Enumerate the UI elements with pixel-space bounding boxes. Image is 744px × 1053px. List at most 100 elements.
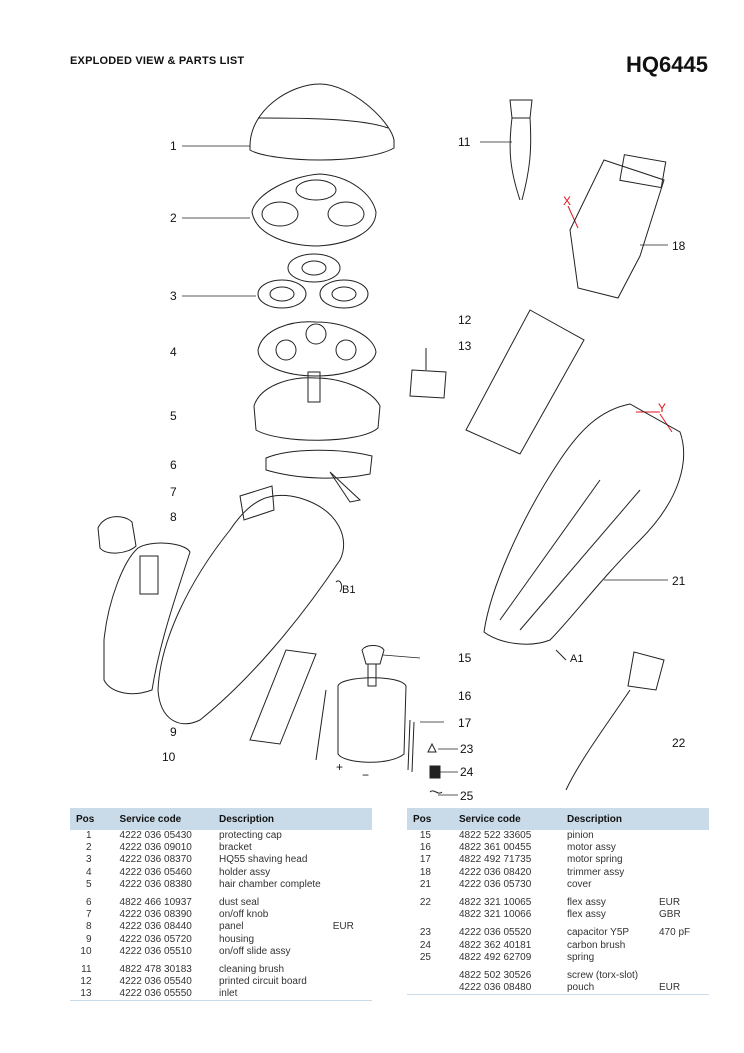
table-row: 1 4222 036 05430 protecting cap — [70, 830, 372, 842]
callout-18: 18 — [672, 239, 686, 253]
cell-pos: 24 — [419, 939, 431, 951]
cell-service-code: 4222 036 08440 — [119, 921, 192, 933]
cell-extra: EUR — [659, 982, 681, 994]
cell-extra — [653, 952, 709, 964]
cell-extra — [327, 830, 372, 842]
cell-pos: 10 — [80, 945, 92, 957]
cell-description: cover — [567, 878, 592, 890]
cell-extra — [327, 867, 372, 879]
table-row: 5 4222 036 08380 hair chamber complete — [70, 879, 372, 891]
cell-service-code: 4222 036 05520 — [459, 927, 532, 939]
column-header-description: Description — [561, 808, 653, 830]
cell-description: flex assy — [567, 897, 606, 909]
cell-description: spring — [567, 951, 595, 963]
cell-pos: 22 — [419, 897, 431, 909]
cell-description: motor spring — [567, 854, 623, 866]
cell-extra — [653, 964, 709, 982]
table-header-row: Pos Service code Description — [407, 808, 709, 830]
cell-service-code: 4222 036 05540 — [119, 976, 192, 988]
callout-13: 13 — [458, 339, 472, 353]
cell-service-code: 4222 036 05730 — [459, 878, 532, 890]
table-header-row: Pos Service code Description — [70, 808, 372, 830]
cell-extra — [653, 867, 709, 879]
cell-pos: 9 — [85, 933, 92, 945]
callout-1: 1 — [170, 139, 177, 153]
callout-a1: A1 — [570, 653, 584, 665]
cell-description: protecting cap — [219, 830, 282, 842]
callout-x: X — [563, 194, 572, 208]
cell-description: motor assy — [567, 842, 616, 854]
cell-service-code: 4822 362 40181 — [459, 939, 532, 951]
column-header-extra — [326, 808, 372, 830]
callout-24: 24 — [460, 765, 474, 779]
cell-description: cleaning brush — [219, 963, 285, 975]
cell-pos: 11 — [81, 963, 92, 975]
cell-extra — [327, 976, 372, 988]
cell-pos: 2 — [85, 842, 92, 854]
callout-11: 11 — [458, 135, 471, 149]
cell-description: hair chamber complete — [219, 878, 321, 890]
cell-service-code: 4222 036 08390 — [119, 909, 192, 921]
cell-extra — [653, 854, 709, 866]
callout-12: 12 — [458, 313, 472, 327]
cell-pos: 12 — [80, 976, 92, 988]
table-row: 11 4822 478 30183 cleaning brush — [70, 958, 372, 976]
callout-22: 22 — [672, 736, 686, 750]
callout-21: 21 — [672, 574, 686, 588]
cell-extra — [653, 940, 709, 952]
cell-description: pinion — [567, 830, 594, 842]
cell-service-code: 4822 361 00455 — [459, 842, 532, 854]
cell-service-code: 4222 036 05430 — [119, 830, 192, 842]
cell-pos: 17 — [419, 854, 431, 866]
cell-service-code: 4222 036 08480 — [459, 982, 532, 994]
callout-8: 8 — [170, 510, 177, 524]
cell-service-code: 4822 321 10065 — [459, 897, 532, 909]
cell-service-code: 4822 478 30183 — [119, 963, 192, 975]
cell-description: flex assy — [567, 909, 606, 921]
cell-extra: EUR — [659, 897, 681, 909]
callout-5: 5 — [170, 409, 177, 423]
callout-b1: B1 — [342, 584, 356, 596]
cell-description: pouch — [567, 982, 595, 994]
cell-pos: 1 — [85, 830, 92, 842]
cell-description: on/off slide assy — [219, 945, 291, 957]
cell-description: capacitor Y5P — [567, 927, 630, 939]
cell-description: trimmer assy — [567, 866, 625, 878]
cell-pos: 15 — [419, 830, 431, 842]
column-header-service-code: Service code — [113, 808, 214, 830]
cell-pos: 5 — [85, 878, 92, 890]
exploded-view-drawing — [97, 83, 685, 796]
cell-extra — [653, 830, 709, 842]
cell-pos: 25 — [419, 951, 431, 963]
column-header-service-code: Service code — [453, 808, 561, 830]
callout-4: 4 — [170, 345, 177, 359]
cell-extra — [653, 879, 709, 891]
table-row: 16 4822 361 00455 motor assy — [407, 842, 709, 854]
cell-extra — [327, 934, 372, 946]
cell-service-code: 4822 321 10066 — [459, 909, 532, 921]
cell-pos — [407, 982, 453, 995]
callout-7: 7 — [170, 485, 177, 499]
column-header-pos: Pos — [407, 808, 453, 830]
cell-extra — [327, 946, 372, 958]
cell-pos: 16 — [419, 842, 431, 854]
cell-service-code: 4222 036 08380 — [119, 878, 192, 890]
cell-description: dust seal — [219, 897, 260, 909]
column-header-pos: Pos — [70, 808, 114, 830]
cell-pos: 13 — [80, 988, 92, 1000]
callout-9: 9 — [170, 725, 177, 739]
callout-23: 23 — [460, 742, 474, 756]
